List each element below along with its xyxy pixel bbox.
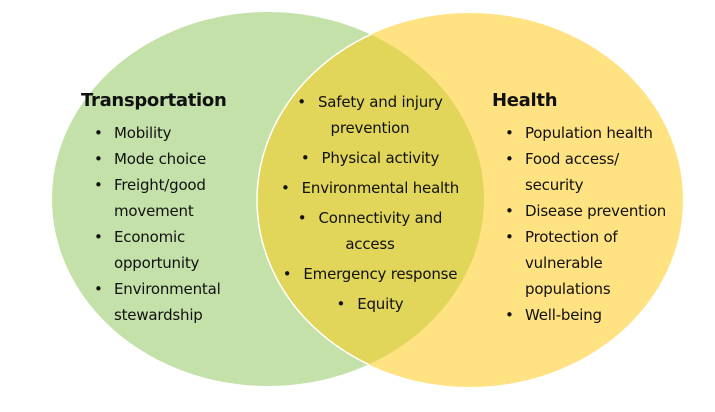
list-item: Mode choice [94,146,264,172]
list-item: •Physical activity [300,149,440,167]
list-item: Well-being [505,302,695,328]
list-item: Food access/security [505,146,695,198]
list-item: •Emergency response [282,265,458,283]
overlap-region [257,13,484,386]
health-heading: Health [492,90,558,111]
list-item: •Equity [336,295,404,313]
transportation-list: Mobility Mode choice Freight/goodmovemen… [94,120,264,328]
list-item: Population health [505,120,695,146]
transportation-heading: Transportation [81,90,227,111]
list-item: Mobility [94,120,264,146]
health-list: Population health Food access/security D… [505,120,695,328]
list-item: Disease prevention [505,198,695,224]
list-item: •Environmental health [280,179,460,197]
